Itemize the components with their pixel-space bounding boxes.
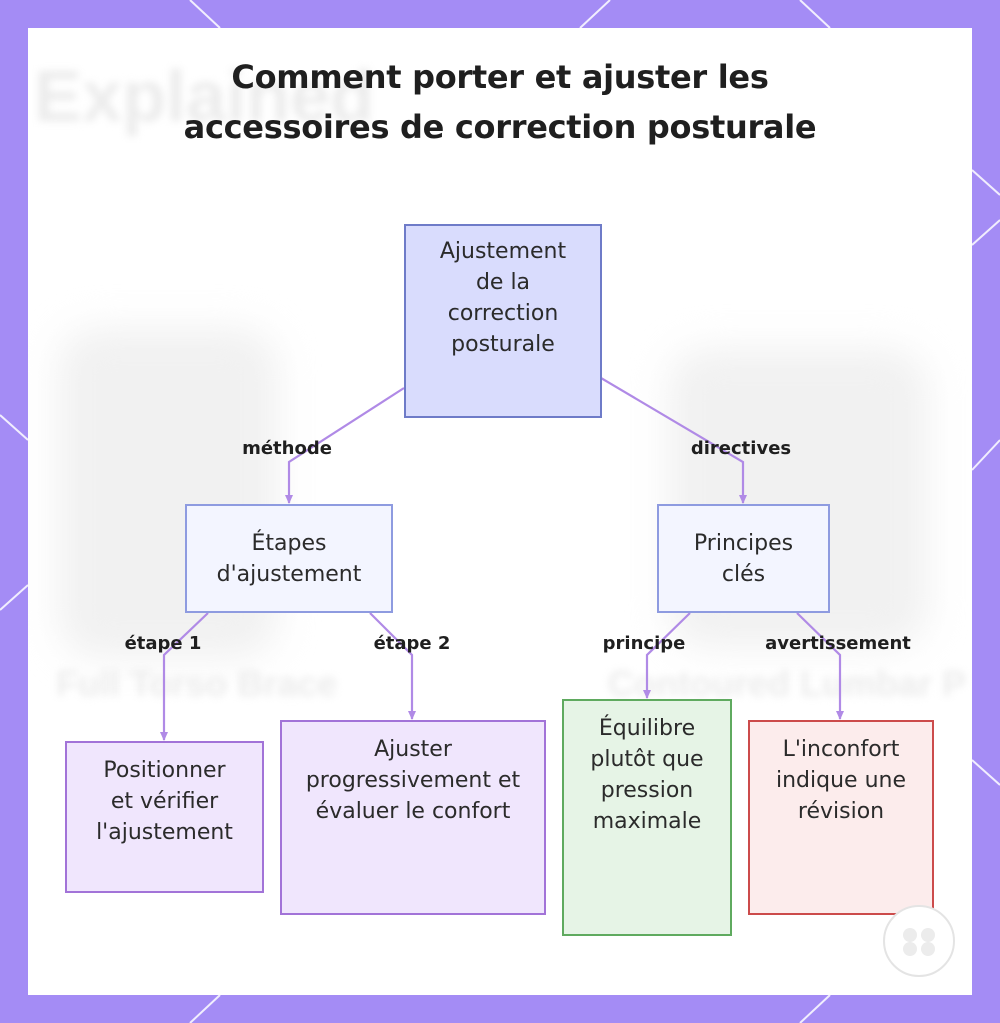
edge-root-to-principles (600, 377, 747, 504)
edge-label-avertissement: avertissement (765, 633, 911, 654)
logo-icon (903, 928, 935, 956)
edge-label-etape-1: étape 1 (124, 633, 202, 654)
title-line-2: accessoires de correction posturale (183, 108, 817, 146)
background-word: Explained (34, 57, 375, 137)
node-inconfort-revision: L'inconfort indique une révision (748, 720, 934, 915)
edge-steps-to-step1 (160, 612, 209, 741)
background-caption-right: Contoured Lumbar P (608, 663, 966, 704)
edge-root-to-steps (285, 387, 405, 504)
edge-label-etape-2: étape 2 (373, 633, 451, 654)
title-line-1: Comment porter et ajuster les (231, 58, 769, 96)
edge-label-principe: principe (602, 633, 686, 654)
node-etapes-ajustement: Étapes d'ajustement (185, 504, 393, 613)
node-equilibre-pression: Équilibre plutôt que pression maximale (562, 699, 732, 936)
background-caption-left: Full Torso Brace (56, 663, 338, 704)
diagram-title: Comment porter et ajuster les accessoire… (0, 52, 1000, 152)
edge-principles-to-discomfort (796, 612, 844, 720)
logo-badge (883, 905, 955, 977)
node-principes-cles: Principes clés (657, 504, 830, 613)
node-positionner-verifier: Positionner et vérifier l'ajustement (65, 741, 264, 893)
node-ajuster-progressivement: Ajuster progressivement et évaluer le co… (280, 720, 546, 915)
edge-steps-to-step2 (369, 612, 416, 720)
edge-label-directives: directives (690, 438, 792, 459)
edge-label-methode: méthode (242, 438, 332, 459)
edge-principles-to-balance (643, 612, 691, 699)
node-root: Ajustement de la correction posturale (404, 224, 602, 418)
